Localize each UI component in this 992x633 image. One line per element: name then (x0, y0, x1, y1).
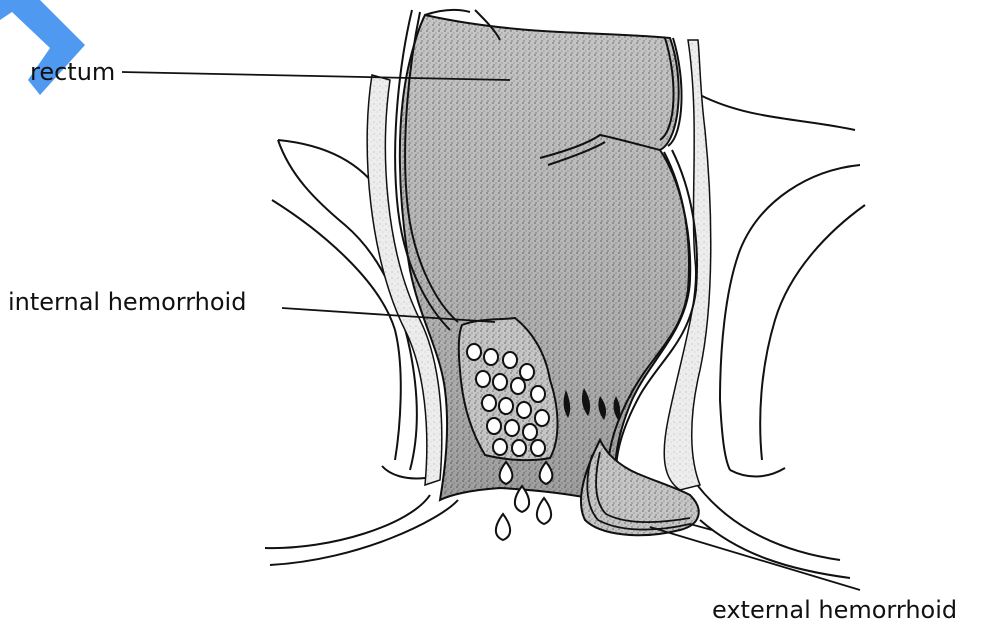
internal-hemorrhoid-label: internal hemorrhoid (8, 288, 246, 316)
rectum-label: rectum (30, 58, 115, 86)
external-hemorrhoid-label: external hemorrhoid (712, 596, 957, 624)
